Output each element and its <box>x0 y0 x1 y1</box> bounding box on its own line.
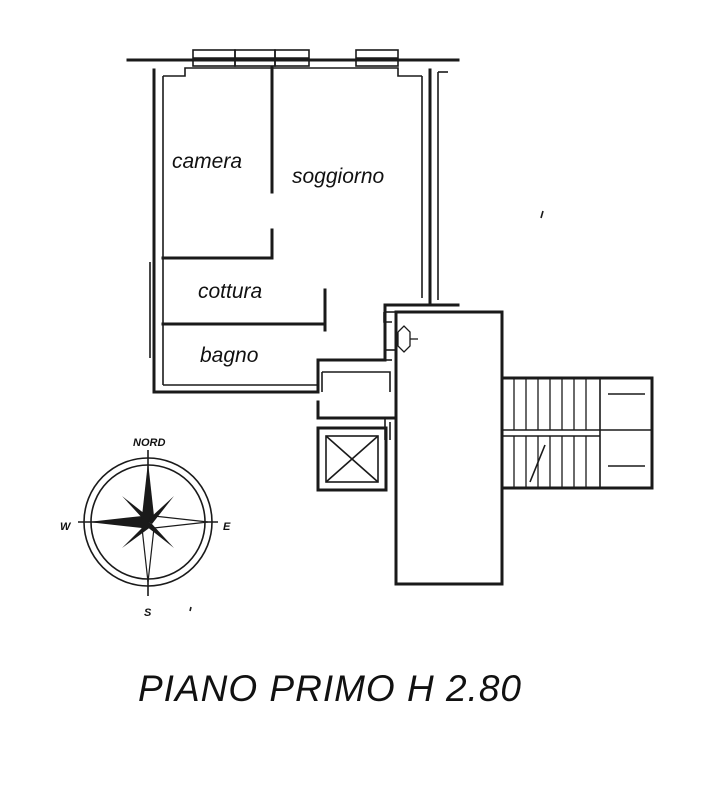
compass-rose: NORD S E W <box>60 437 231 619</box>
stair-treads-lower <box>513 436 587 488</box>
room-label-cottura: cottura <box>198 280 262 303</box>
floor-title: PIANO PRIMO H 2.80 <box>138 668 522 709</box>
stair-treads-upper <box>513 378 587 430</box>
elevator-shaft <box>316 426 388 492</box>
room-label-bagno: bagno <box>200 344 259 367</box>
compass-north-label: NORD <box>133 437 165 449</box>
stair-core <box>316 310 504 586</box>
windows <box>192 49 399 67</box>
compass-south-label: S <box>144 607 152 619</box>
compass-east-label: E <box>223 521 231 533</box>
interior-partitions <box>149 66 327 358</box>
room-label-camera: camera <box>172 150 242 173</box>
staircase <box>500 376 654 490</box>
compass-west-label: W <box>60 521 72 533</box>
room-label-soggiorno: soggiorno <box>292 165 385 188</box>
room-labels: camera soggiorno cottura bagno <box>172 150 385 367</box>
apartment-walls <box>126 58 460 394</box>
scan-specks <box>189 210 544 612</box>
